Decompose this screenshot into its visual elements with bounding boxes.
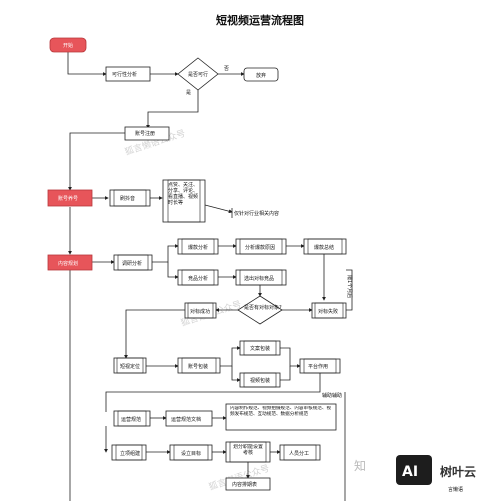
hot-analysis-inner: [181, 238, 215, 255]
split-team-label: 划分职能设置考核: [232, 444, 263, 456]
nurture-node: [47, 189, 93, 207]
platform-inner: [303, 358, 337, 374]
actions-note: 仅针对行业相关内容: [234, 210, 279, 217]
edge-label-yes: 是: [186, 90, 191, 96]
feasible-decision: [177, 57, 219, 91]
account-label-label: 账号包装: [188, 363, 208, 370]
norm-list-wrap: 内容制作规范、视频拍摄规范、内容审核规范、视频发布规范、互动规范、数据分析规范: [230, 406, 332, 417]
norm-list-label: 内容制作规范、视频拍摄规范、内容审核规范、视频发布规范、互动规范、数据分析规范: [230, 406, 332, 417]
staff-inner: [283, 444, 317, 461]
give-up-label: 放弃: [256, 72, 266, 79]
brand-badge: AI: [402, 464, 418, 480]
feasible-decision-label: 是否可行: [188, 71, 208, 78]
research-label: 调研分析: [122, 260, 142, 267]
video-label-label: 视频包装: [250, 377, 270, 384]
competitor-label: 竞品分析: [188, 275, 208, 282]
goal-label: 设立目标: [181, 450, 201, 457]
ops-doc-node: [165, 410, 213, 427]
actions-inner: [167, 179, 201, 223]
brand-name: 树叶云: [440, 464, 476, 479]
browse-label: 刷抖音: [120, 195, 135, 202]
content-plan-label: 内容规划: [58, 260, 78, 267]
zhihu-mark: 知: [354, 459, 366, 473]
actions-wrap: 点赞、关注、分享、评论、看直播、视频时长等: [168, 182, 199, 206]
hot-summary-label: 爆款总结: [314, 244, 334, 251]
schedule-label: 内容排期表: [232, 481, 257, 488]
feasibility-node: [105, 66, 151, 82]
register-label: 账号注册: [135, 130, 155, 137]
benchmark-fail-inner: [314, 302, 344, 319]
give-up-node: [243, 67, 279, 82]
hot-summary-inner: [307, 238, 343, 255]
split-team-inner: [229, 441, 267, 463]
edge-label-no: 否: [224, 66, 229, 72]
schedule-node: [225, 477, 271, 491]
goal-inner: [173, 444, 209, 461]
register-node: [124, 126, 170, 141]
platform-label: 平台作用: [308, 363, 328, 370]
start-label: 开始: [63, 42, 73, 49]
competitor-inner: [181, 269, 215, 286]
benchmark-ok-label: 对标成功: [190, 308, 210, 315]
norm-list-node: [225, 403, 337, 431]
brand-sub: 言懒语: [448, 486, 463, 493]
content-plan-node: [47, 254, 93, 271]
ops-norm-inner: [117, 410, 147, 427]
assist-note: 辅助辅助: [322, 392, 342, 399]
hot-reason-label: 分析爆款原因: [245, 244, 275, 251]
interval-note: 隔1个月后: [346, 275, 353, 298]
position-label: 短视定位: [120, 363, 140, 370]
browse-inner: [113, 189, 147, 207]
pick-benchmark-inner: [239, 269, 283, 286]
benchmark-ok-inner: [187, 302, 214, 319]
page-title: 短视频运营流程图: [216, 13, 304, 27]
hot-reason-inner: [239, 238, 283, 255]
actions-label: 点赞、关注、分享、评论、看直播、视频时长等: [168, 182, 199, 206]
ops-doc-label: 运营规范文档: [171, 416, 201, 423]
pick-benchmark-label: 选出对标竞品: [244, 275, 274, 282]
copy-label-inner: [243, 340, 277, 356]
benchmark-decision: [237, 295, 283, 325]
copy-label-label: 文案包装: [250, 345, 270, 352]
brand-logo-box: [396, 455, 432, 485]
nurture-label: 账号养号: [58, 195, 78, 202]
position-inner: [116, 357, 144, 374]
benchmark-fail-label: 对标失败: [318, 308, 338, 315]
research-inner: [117, 254, 149, 271]
ops-norm-label: 运营规范: [121, 416, 141, 423]
team-inner: [115, 444, 143, 461]
team-label: 立项组建: [120, 450, 140, 457]
actions-node: [162, 179, 206, 223]
start-node: [49, 37, 87, 53]
hot-analysis-label: 爆款分析: [188, 244, 208, 251]
split-team-wrap: 划分职能设置考核: [232, 444, 263, 456]
video-label-inner: [243, 372, 277, 388]
benchmark-decision-label: 是否有对标对象?: [244, 304, 282, 311]
feasibility-label: 可行性分析: [112, 71, 137, 78]
staff-label: 人员分工: [289, 450, 309, 457]
account-label-inner: [181, 357, 217, 374]
